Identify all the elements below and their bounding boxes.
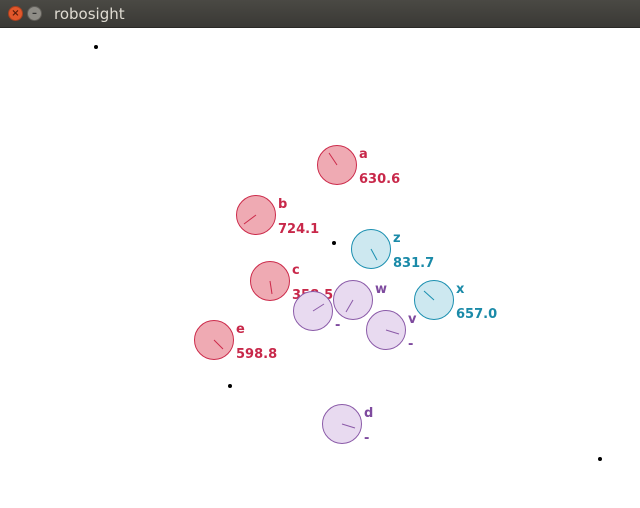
heading-indicator: [370, 248, 378, 261]
heading-indicator: [385, 329, 400, 335]
heading-indicator: [341, 423, 356, 429]
close-icon[interactable]: ×: [8, 6, 23, 21]
minimize-icon[interactable]: –: [27, 6, 42, 21]
marker-dot: [94, 45, 98, 49]
robot-name-label: x: [456, 282, 465, 297]
robot-d[interactable]: d-: [322, 404, 374, 447]
marker-dot: [332, 241, 336, 245]
robot-name-label: e: [236, 322, 245, 337]
robot-name-label: z: [393, 231, 401, 246]
robot-value-label: 724.1: [278, 222, 319, 237]
heading-indicator: [243, 214, 257, 225]
robot-body: [236, 195, 276, 235]
heading-indicator: [213, 339, 224, 350]
heading-indicator: [269, 280, 273, 295]
robot-name-label: d: [364, 406, 373, 421]
robot-name-label: b: [278, 197, 287, 212]
marker-dot: [228, 384, 232, 388]
robot-value-label: 831.7: [393, 256, 434, 271]
robots-layer: a630.6b724.1c358.5e598.8z831.7x657.0y-w-…: [194, 145, 498, 447]
robot-name-label: a: [359, 147, 368, 162]
heading-indicator: [345, 299, 354, 313]
robot-name-label: c: [292, 263, 300, 278]
robot-v[interactable]: v-: [366, 310, 418, 353]
robot-value-label: -: [335, 318, 340, 333]
title-bar: × – robosight: [0, 0, 640, 28]
robot-a[interactable]: a 630.6: [317, 145, 401, 188]
robot-x[interactable]: x 657.0: [414, 280, 498, 323]
marker-dot: [598, 457, 602, 461]
robot-value-label: 657.0: [456, 307, 497, 322]
robot-name-label: v: [408, 312, 417, 327]
robot-value-label: -: [364, 431, 369, 446]
robot-value-label: 598.8: [236, 347, 277, 362]
robot-value-label: 630.6: [359, 172, 400, 187]
robot-e[interactable]: e 598.8: [194, 320, 278, 363]
robot-name-label: w: [375, 282, 387, 297]
field-canvas: a630.6b724.1c358.5e598.8z831.7x657.0y-w-…: [94, 45, 602, 461]
robot-b[interactable]: b 724.1: [236, 195, 320, 238]
robot-z[interactable]: z 831.7: [351, 229, 435, 272]
heading-indicator: [312, 303, 325, 312]
robot-value-label: -: [408, 337, 413, 352]
heading-indicator: [328, 152, 338, 166]
window-title: robosight: [54, 5, 125, 23]
heading-indicator: [423, 290, 435, 301]
